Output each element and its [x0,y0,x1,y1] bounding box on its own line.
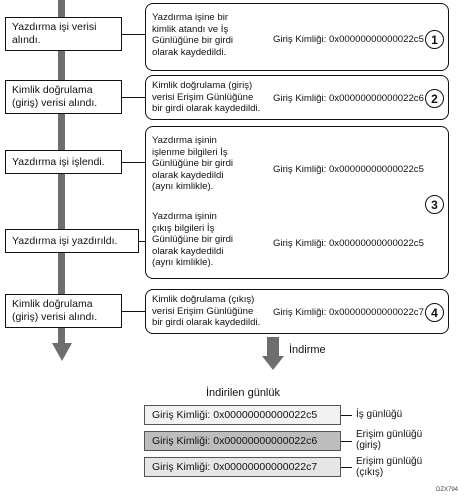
step-number-badge: 3 [425,195,444,214]
flow-step-job-processed: Yazdırma işi işlendi. [5,150,122,174]
record-description: Yazdırma işinin çıkış bilgileri İş Günlü… [152,211,234,268]
connector-line [122,311,145,312]
downloaded-log-row: Giriş Kimliği: 0x00000000000022c6 [144,431,341,451]
log-id-text: Giriş Kimliği: 0x00000000000022c6 [152,435,318,447]
download-arrow [262,337,284,370]
log-id-text: Giriş Kimliği: 0x00000000000022c5 [152,409,318,421]
record-id-text: Giriş Kimliği: 0x00000000000022c7 [273,307,424,318]
connector-line [122,34,145,35]
downloaded-log-row: Giriş Kimliği: 0x00000000000022c5 [144,405,341,425]
log-id-text: Giriş Kimliği: 0x00000000000022c7 [152,461,318,473]
record-description: Yazdırma işine bir kimlik atandı ve İş G… [152,12,234,58]
record-box-1: Yazdırma işine bir kimlik atandı ve İş G… [145,3,449,71]
download-label: İndirme [289,344,326,356]
connector-line [122,162,145,163]
log-type-label: Erişim günlüğü (çıkış) [356,456,423,478]
step-number-badge: 4 [425,303,444,322]
log-type-connector [341,415,352,416]
flow-step-job-printed: Yazdırma işi yazdırıldı. [5,229,139,253]
record-id-text: Giriş Kimliği: 0x00000000000022c6 [273,93,424,104]
record-box-2: Kimlik doğrulama (giriş) verisi Erişim G… [145,75,449,120]
flow-step-logout-received: Kimlik doğrulama (giriş) verisi alındı. [5,294,122,328]
log-type-connector [341,441,352,442]
flow-step-job-received: Yazdırma işi verisi alındı. [5,17,122,51]
connector-line [122,97,145,98]
record-id-text: Giriş Kimliği: 0x00000000000022c5 [273,164,424,175]
record-box-4: Kimlik doğrulama (çıkış) verisi Erişim G… [145,289,449,334]
log-type-label: Erişim günlüğü (giriş) [356,429,423,451]
record-description: Kimlik doğrulama (çıkış) verisi Erişim G… [152,294,261,328]
record-id-text: Giriş Kimliği: 0x00000000000022c5 [273,238,424,249]
record-id-text: Giriş Kimliği: 0x00000000000022c5 [273,34,424,45]
flow-step-login-received: Kimlik doğrulama (giriş) verisi alındı. [5,80,122,114]
connector-line [139,241,145,242]
log-type-label: İş günlüğü [356,409,403,420]
downloaded-log-title: İndirilen günlük [206,387,280,399]
record-description: Yazdırma işinin işlenme bilgileri İş Gün… [152,135,234,192]
downloaded-log-row: Giriş Kimliği: 0x00000000000022c7 [144,457,341,477]
step-number-badge: 1 [425,30,444,49]
record-description: Kimlik doğrulama (giriş) verisi Erişim G… [152,80,261,114]
log-type-connector [341,467,352,468]
record-box-3: Yazdırma işinin işlenme bilgileri İş Gün… [145,126,449,279]
step-number-badge: 2 [425,89,444,108]
figure-code: DZX794 [436,487,459,493]
